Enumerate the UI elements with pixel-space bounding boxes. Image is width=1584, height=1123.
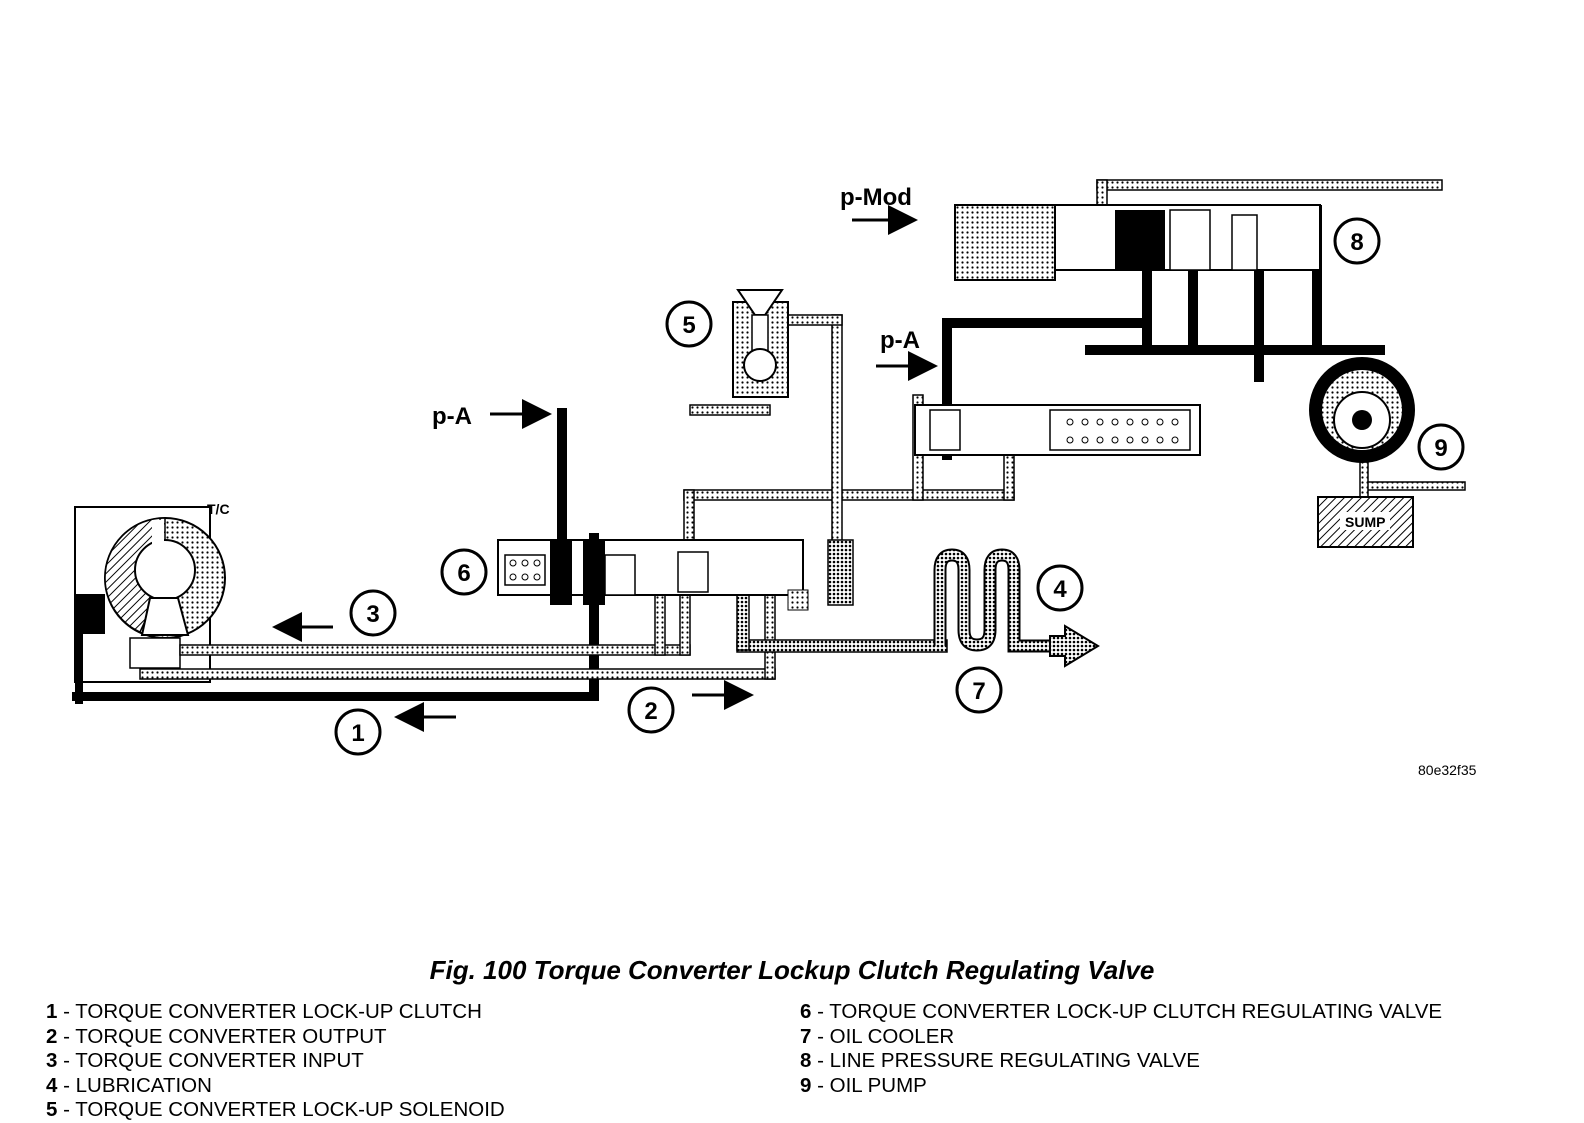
sump: SUMP — [1317, 496, 1414, 548]
svg-text:5: 5 — [682, 312, 695, 339]
line-pressure-valve — [954, 204, 1321, 281]
legend-number: 9 — [800, 1073, 812, 1097]
legend-item: 5 - TORQUE CONVERTER LOCK-UP SOLENOID — [46, 1098, 746, 1123]
legend-text: - TORQUE CONVERTER LOCK-UP CLUTCH REGULA… — [811, 1000, 1443, 1023]
p-mod-label: p-Mod — [840, 184, 912, 211]
legend-number: 2 — [46, 1024, 58, 1048]
svg-text:4: 4 — [1053, 576, 1067, 603]
legend-item: 4 - LUBRICATION — [46, 1074, 746, 1099]
tc-label: T/C — [207, 501, 230, 517]
lubrication-arrow — [1049, 624, 1100, 668]
legend-text: - TORQUE CONVERTER LOCK-UP SOLENOID — [57, 1098, 505, 1121]
legend-item: 6 - TORQUE CONVERTER LOCK-UP CLUTCH REGU… — [800, 1000, 1460, 1025]
pressure-regulator-valve — [914, 404, 1201, 456]
legend-number: 4 — [46, 1073, 58, 1097]
legend-number: 1 — [46, 1000, 58, 1023]
callout-2: 2 — [627, 686, 675, 734]
svg-text:1: 1 — [351, 720, 364, 747]
svg-text:6: 6 — [457, 560, 470, 587]
svg-text:2: 2 — [644, 698, 657, 725]
callout-6: 6 — [440, 548, 488, 596]
torque-converter: T/C — [74, 501, 230, 704]
legend-item: 1 - TORQUE CONVERTER LOCK-UP CLUTCH — [46, 1000, 746, 1025]
callout-1: 1 — [334, 708, 382, 756]
lockup-regulating-valve — [497, 539, 854, 611]
svg-text:8: 8 — [1350, 229, 1363, 256]
sump-label: SUMP — [1345, 514, 1385, 530]
legend-item: 3 - TORQUE CONVERTER INPUT — [46, 1049, 746, 1074]
oil-pump — [1309, 357, 1415, 463]
oil-cooler-coil — [933, 548, 1055, 653]
legend-number: 3 — [46, 1049, 58, 1072]
legend-number: 5 — [46, 1098, 58, 1121]
legend-number: 6 — [800, 1000, 812, 1023]
hydraulic-diagram: T/C — [72, 179, 1466, 756]
legend-text: - LINE PRESSURE REGULATING VALVE — [811, 1049, 1200, 1072]
legend-text: - TORQUE CONVERTER LOCK-UP CLUTCH — [57, 1000, 482, 1023]
legend-number: 8 — [800, 1049, 812, 1072]
legend-text: - OIL COOLER — [811, 1024, 955, 1048]
svg-text:7: 7 — [972, 678, 985, 705]
legend-item: 7 - OIL COOLER — [800, 1025, 1460, 1050]
legend-number: 7 — [800, 1024, 812, 1048]
callout-4: 4 — [1036, 564, 1084, 612]
callout-9: 9 — [1417, 423, 1465, 471]
legend-text: - OIL PUMP — [811, 1073, 927, 1097]
legend-text: - TORQUE CONVERTER INPUT — [57, 1049, 364, 1072]
callout-7: 7 — [955, 666, 1003, 714]
callout-8: 8 — [1333, 217, 1381, 265]
legend-item: 8 - LINE PRESSURE REGULATING VALVE — [800, 1049, 1460, 1074]
legend-item: 9 - OIL PUMP — [800, 1074, 1460, 1099]
legend-text: - TORQUE CONVERTER OUTPUT — [57, 1024, 387, 1048]
svg-text:9: 9 — [1434, 435, 1447, 462]
lockup-solenoid — [732, 289, 789, 398]
figure-caption: Fig. 100 Torque Converter Lockup Clutch … — [429, 955, 1155, 985]
legend-text: - LUBRICATION — [57, 1073, 212, 1097]
figure-code: 80e32f35 — [1418, 762, 1477, 778]
callout-3: 3 — [349, 589, 397, 637]
svg-text:3: 3 — [366, 601, 379, 628]
p-a-label-left: p-A — [432, 403, 472, 430]
callout-5: 5 — [665, 300, 713, 348]
p-a-label-top: p-A — [880, 327, 920, 354]
legend-right: 6 - TORQUE CONVERTER LOCK-UP CLUTCH REGU… — [800, 1000, 1460, 1098]
legend-item: 2 - TORQUE CONVERTER OUTPUT — [46, 1025, 746, 1050]
